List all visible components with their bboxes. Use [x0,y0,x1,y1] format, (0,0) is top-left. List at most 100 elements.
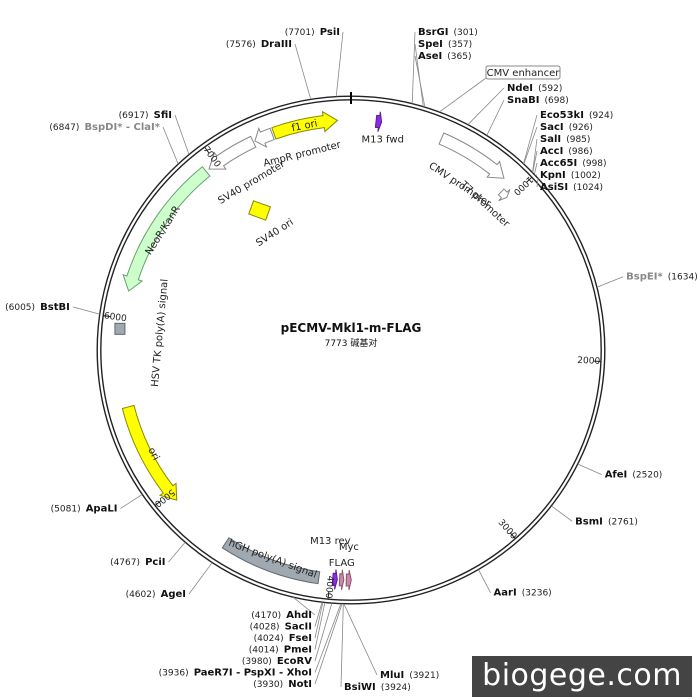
site-position: (986) [568,147,592,157]
cmv-enhancer-box [485,65,561,80]
site-position: (6005) [5,303,35,313]
site-kpni: KpnI (1002) [534,170,601,181]
site-name: FseI [289,633,312,644]
site-leader [532,150,538,173]
tick-mark [510,532,516,539]
site-name: PaeR7I - PspXI - XhoI [194,668,312,679]
site-name: KpnI [540,170,566,181]
site-position: (926) [569,123,593,133]
site-sfii: (6917) SfiI [119,103,190,155]
site-position: (985) [566,135,590,145]
feature-label-m13-fwd: M13 fwd [362,134,404,145]
site-position: (365) [447,52,471,62]
site-position: (4602) [126,590,156,600]
feature-hsv-tk-polya [114,322,126,335]
site-leader [411,31,416,104]
site-label: (6917) SfiI [119,103,172,122]
site-sali: SalI (985) [532,134,590,173]
site-label: (6847) BspDI* - ClaI* [49,115,160,134]
tick-mark [204,146,210,154]
site-label: Eco53kI (924) [540,103,613,122]
site-position: (4024) [254,634,284,644]
feature-label-sv40-ori: SV40 ori [254,217,295,249]
tick-label: 1000 [511,174,535,197]
site-leader [467,87,505,125]
site-name: BsrGI [418,27,448,38]
feature-layer [114,110,511,591]
cmv-enhancer-label: CMV enhancer [487,68,561,79]
site-position: (5081) [51,505,81,515]
site-label: (3930) NotI [253,672,312,691]
site-name: SacI [540,122,564,133]
feature-hgh-poly-a-signal [221,537,321,585]
site-position: (3980) [242,657,272,667]
site-position: (6917) [119,111,149,121]
site-position: (1634) [668,273,698,283]
site-position: (4170) [251,611,281,621]
site-position: (2761) [608,517,638,527]
site-pcii: (4767) PciI [110,542,186,568]
site-apali: (5081) ApaLI [51,494,143,516]
site-ndei: NdeI (592) [467,83,562,125]
ring-outer [96,95,606,605]
site-layer: (7701) PsiI(7576) DraIII(6917) SfiI(6847… [5,27,698,693]
site-name: AsiSI [540,182,568,193]
site-draiii: (7576) DraIII [226,39,312,100]
site-position: (924) [589,111,613,121]
site-name: DraIII [261,39,292,50]
site-afei: AfeI (2520) [577,463,662,481]
site-label: AseI (365) [418,44,472,63]
site-leader [532,138,538,173]
feature-myc [345,569,352,591]
site-leader [314,602,323,627]
site-name: AseI [418,51,442,62]
site-acci: AccI (986) [532,146,593,173]
site-psii: (7701) PsiI [285,27,344,97]
plasmid-name: pECMV-Mkl1-m-FLAG [281,321,422,335]
site-label: (3980) EcoRV [242,649,312,668]
site-name: SacII [285,622,312,633]
feature-f1-ori [271,110,339,140]
site-fsei: (4024) FseI [254,602,324,644]
site-leader [314,603,343,685]
site-bsrgi: BsrGI (301) [411,27,478,104]
site-label: MluI (3921) [380,663,439,682]
site-label: (5081) ApaLI [51,497,118,516]
site-mlui: MluI (3921) [343,603,439,682]
tick-label: 4000 [323,575,335,599]
site-leader [596,276,624,288]
site-name: PmeI [284,645,312,656]
site-leader [314,602,324,639]
tick-label: 6000 [103,311,127,324]
site-name: AarI [494,588,517,599]
site-leader [293,597,316,616]
tick-mark [526,176,533,183]
site-name: BspDI* - ClaI* [84,122,160,133]
site-name: BsmI [575,516,603,527]
site-position: (3936) [159,669,189,679]
site-leader [188,562,213,595]
ring-inner [100,99,602,601]
site-leader [72,306,100,315]
tick-mark [103,315,111,318]
site-label: AarI (3236) [494,581,552,600]
tick-label: 2000 [577,356,601,367]
feature-ori [121,404,178,501]
site-bspei: BspEI* (1634) [596,265,698,288]
site-bstbi: (6005) BstBI [5,295,100,315]
feature-label-sv40-promoter: SV40 promoter [216,158,287,206]
site-name: NdeI [507,83,533,94]
site-leader [294,43,312,100]
site-label: (6005) BstBI [5,295,70,314]
site-position: (6847) [49,123,79,133]
site-leader [523,126,538,165]
site-name: SfiI [154,110,172,121]
feature-t7-promoter [497,188,511,202]
site-name: AhdI [286,610,312,621]
site-position: (998) [582,159,606,169]
site-label: BspEI* (1634) [626,265,698,284]
site-position: (592) [538,84,562,94]
feature-cmv-promoter [438,132,505,179]
site-label: (4014) PmeI [249,638,312,657]
site-name: SnaBI [507,95,539,106]
